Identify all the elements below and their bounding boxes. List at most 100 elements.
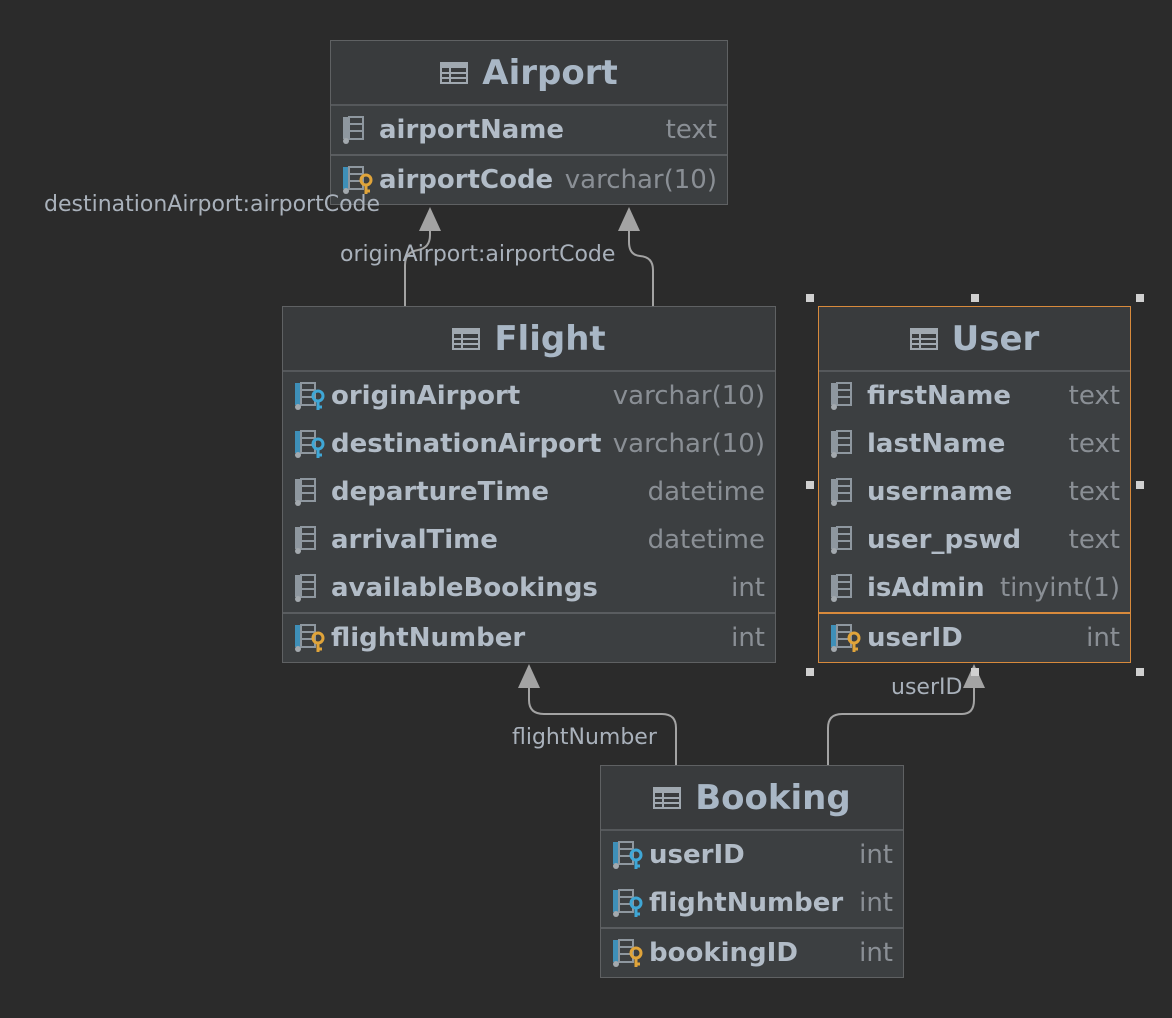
column-name: userID	[867, 623, 963, 653]
table-icon	[440, 61, 469, 84]
column-icon	[831, 382, 852, 410]
column-icon	[295, 526, 316, 554]
column-name: availableBookings	[331, 573, 598, 603]
column-name: lastName	[867, 429, 1006, 459]
column-name: username	[867, 477, 1013, 507]
column-name: userID	[649, 840, 745, 870]
column-name: flightNumber	[649, 888, 844, 918]
table-title: User	[951, 318, 1040, 359]
column-name: airportCode	[379, 165, 554, 195]
column-icon	[295, 574, 316, 602]
table-user[interactable]: User firstName text lastName text username te…	[818, 306, 1131, 663]
column-type: datetime	[647, 477, 765, 507]
column-type: int	[859, 888, 893, 918]
column-row[interactable]: userID int	[819, 614, 1130, 662]
table-airport[interactable]: Airport airportName text airportCode varcha…	[330, 40, 728, 205]
foreign-key-icon	[613, 889, 643, 917]
foreign-key-icon	[613, 841, 643, 869]
column-type: text	[1068, 381, 1120, 411]
column-type: text	[665, 115, 717, 145]
primary-key-icon	[343, 166, 373, 194]
column-icon	[831, 430, 852, 458]
edge-label-origin-airport: originAirport:airportCode	[340, 242, 616, 267]
table-icon	[653, 786, 682, 809]
column-type: varchar(10)	[564, 165, 717, 195]
primary-key-icon	[613, 939, 643, 967]
resize-handle-top[interactable]	[971, 294, 979, 302]
foreign-key-icon	[295, 430, 325, 458]
column-name: arrivalTime	[331, 525, 498, 555]
column-row[interactable]: username text	[819, 468, 1130, 516]
column-icon	[295, 478, 316, 506]
edge-user-id	[827, 688, 975, 766]
resize-handle-top-left[interactable]	[806, 294, 814, 302]
column-type: varchar(10)	[612, 381, 765, 411]
column-name: user_pswd	[867, 525, 1022, 555]
arrow-origin-airport	[618, 207, 640, 231]
table-title: Booking	[695, 777, 851, 818]
primary-key-icon	[831, 624, 861, 652]
resize-handle-bottom[interactable]	[971, 668, 979, 676]
table-icon	[909, 327, 938, 350]
edge-label-destination-airport: destinationAirport:airportCode	[44, 192, 381, 217]
primary-key-separator	[819, 612, 1130, 614]
column-row[interactable]: airportCode varchar(10)	[331, 156, 727, 204]
resize-handle-left[interactable]	[806, 481, 814, 489]
edge-origin-airport	[628, 225, 654, 306]
column-row[interactable]: arrivalTime datetime	[283, 516, 775, 564]
column-type: datetime	[647, 525, 765, 555]
column-row[interactable]: firstName text	[819, 372, 1130, 420]
arrow-flight-number	[518, 664, 540, 688]
column-type: varchar(10)	[612, 429, 765, 459]
resize-handle-bottom-right[interactable]	[1136, 668, 1144, 676]
column-name: bookingID	[649, 938, 798, 968]
primary-key-icon	[295, 624, 325, 652]
resize-handle-bottom-left[interactable]	[806, 668, 814, 676]
column-icon	[831, 526, 852, 554]
column-row[interactable]: airportName text	[331, 106, 727, 154]
column-type: text	[1068, 525, 1120, 555]
column-type: text	[1068, 429, 1120, 459]
resize-handle-top-right[interactable]	[1136, 294, 1144, 302]
column-row[interactable]: bookingID int	[601, 929, 903, 977]
column-type: int	[731, 573, 765, 603]
arrow-destination-airport	[419, 207, 441, 231]
column-row[interactable]: flightNumber int	[283, 614, 775, 662]
column-row[interactable]: departureTime datetime	[283, 468, 775, 516]
column-list: airportName text airportCode varchar(10)	[331, 106, 727, 204]
column-type: int	[1086, 623, 1120, 653]
table-header: Flight	[283, 307, 775, 372]
column-type: int	[859, 938, 893, 968]
column-row[interactable]: availableBookings int	[283, 564, 775, 612]
table-icon	[452, 327, 481, 350]
column-name: firstName	[867, 381, 1012, 411]
column-row[interactable]: user_pswd text	[819, 516, 1130, 564]
primary-key-separator	[331, 154, 727, 156]
column-icon	[831, 478, 852, 506]
column-row[interactable]: lastName text	[819, 420, 1130, 468]
column-type: int	[731, 623, 765, 653]
primary-key-separator	[601, 927, 903, 929]
table-header: Airport	[331, 41, 727, 106]
table-title: Flight	[494, 318, 606, 359]
column-name: flightNumber	[331, 623, 526, 653]
column-type: text	[1068, 477, 1120, 507]
column-row[interactable]: flightNumber int	[601, 879, 903, 927]
resize-handle-right[interactable]	[1136, 481, 1144, 489]
foreign-key-icon	[295, 382, 325, 410]
column-name: departureTime	[331, 477, 549, 507]
edge-label-user-id: userID	[891, 675, 963, 700]
column-row[interactable]: userID int	[601, 831, 903, 879]
column-name: airportName	[379, 115, 565, 145]
column-icon	[343, 116, 364, 144]
column-type: int	[859, 840, 893, 870]
table-header: Booking	[601, 766, 903, 831]
